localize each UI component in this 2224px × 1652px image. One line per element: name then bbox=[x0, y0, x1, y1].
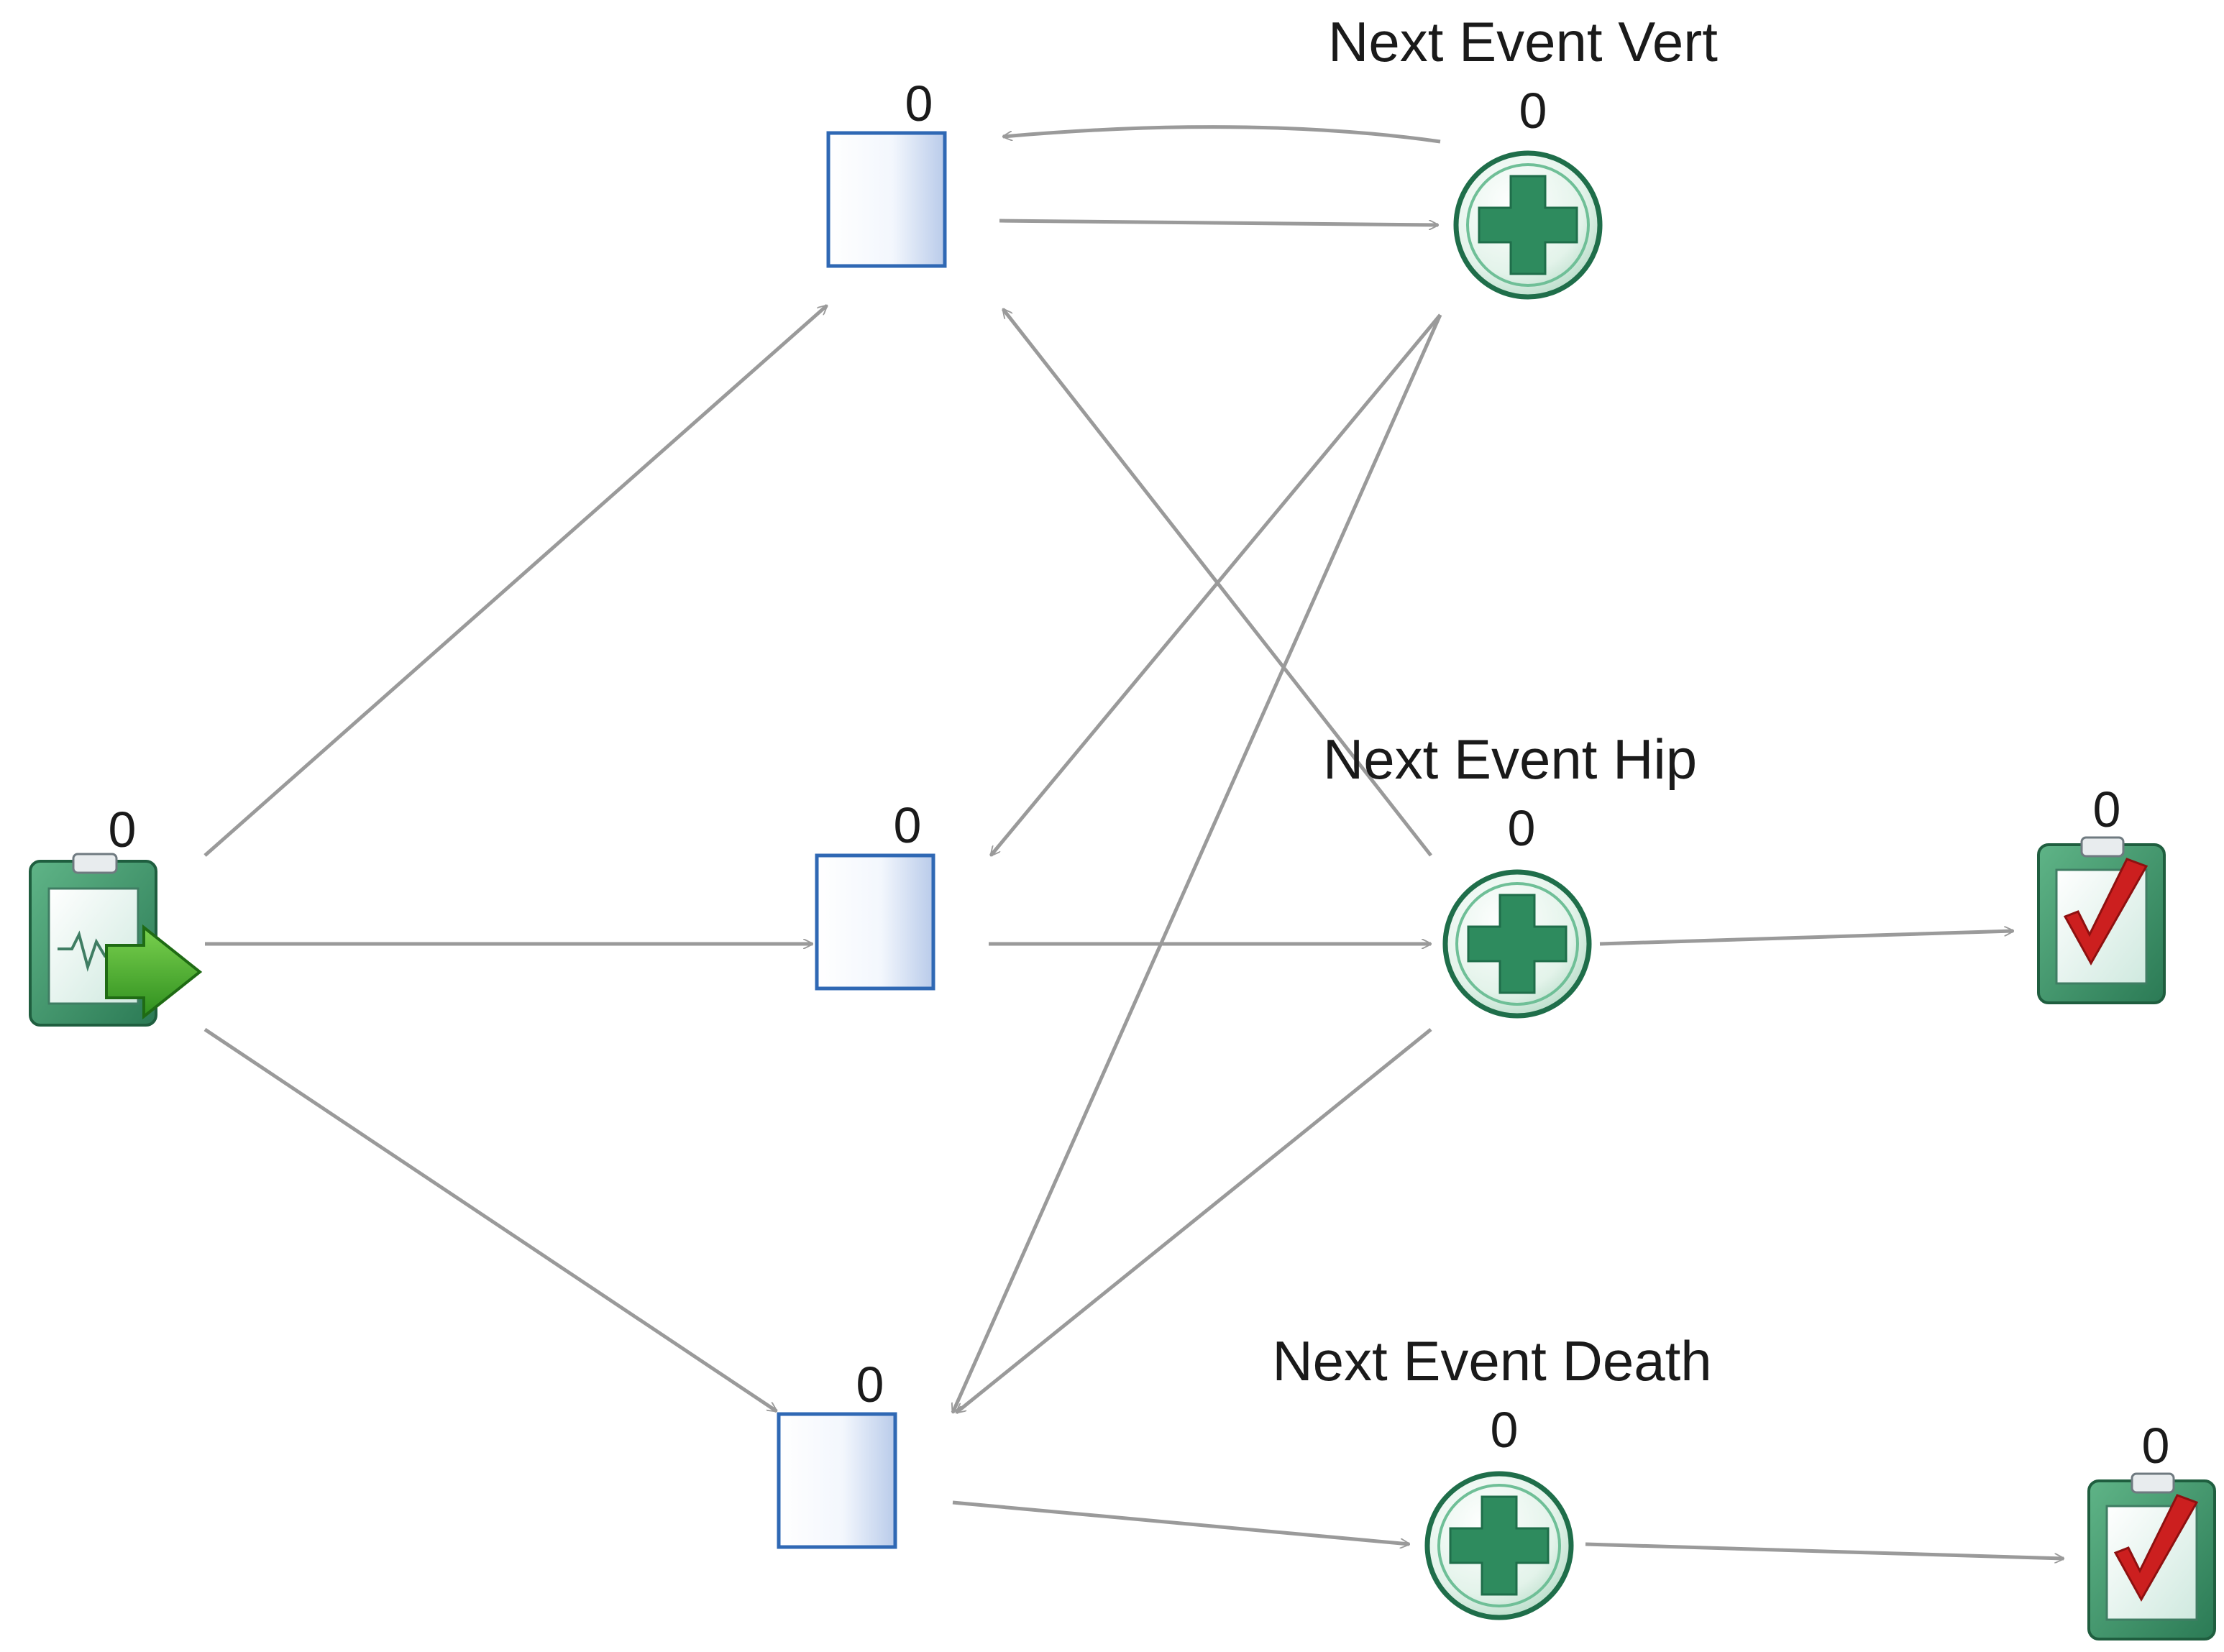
event-node-hip[interactable]: Next Event Hip 0 bbox=[1323, 728, 1697, 1019]
start-node[interactable]: 0 bbox=[29, 802, 203, 1027]
state-bottom-count: 0 bbox=[856, 1357, 884, 1413]
state-node-middle[interactable]: 0 bbox=[815, 797, 935, 991]
edge-event-vert-to-state-middle bbox=[991, 313, 1442, 855]
event-vert-title: Next Event Vert bbox=[1328, 10, 1718, 73]
edge-state-bottom-to-event-death bbox=[952, 1500, 1409, 1544]
end-hip-count: 0 bbox=[2093, 781, 2121, 838]
clipboard-check-icon bbox=[2087, 1472, 2216, 1640]
edge-event-death-to-end-death bbox=[1585, 1542, 2064, 1559]
event-hip-title: Next Event Hip bbox=[1323, 728, 1697, 791]
event-node-vert[interactable]: Next Event Vert 0 bbox=[1328, 10, 1718, 300]
edge-event-hip-to-state-top bbox=[1003, 309, 1432, 857]
start-node-count: 0 bbox=[109, 802, 137, 858]
edges bbox=[203, 125, 2064, 1559]
event-death-count: 0 bbox=[1491, 1402, 1519, 1458]
event-hip-count: 0 bbox=[1508, 800, 1536, 856]
end-node-hip[interactable]: 0 bbox=[2037, 781, 2166, 1004]
state-middle-count: 0 bbox=[894, 797, 922, 853]
plus-circle-icon bbox=[1442, 869, 1592, 1019]
state-node-bottom[interactable]: 0 bbox=[777, 1357, 897, 1549]
event-death-title: Next Event Death bbox=[1272, 1329, 1711, 1392]
edge-event-hip-to-end-hip bbox=[1599, 931, 2013, 946]
clipboard-start-icon bbox=[29, 853, 203, 1027]
state-top-count: 0 bbox=[905, 75, 933, 132]
plus-circle-icon bbox=[1453, 150, 1603, 300]
edge-event-vert-to-state-bottom bbox=[951, 313, 1442, 1413]
edge-event-hip-to-state-bottom bbox=[956, 1028, 1432, 1413]
edge-start-to-state-bottom bbox=[203, 1027, 777, 1413]
state-node-top[interactable]: 0 bbox=[826, 75, 947, 268]
end-node-death[interactable]: 0 bbox=[2087, 1418, 2216, 1640]
clipboard-check-icon bbox=[2037, 836, 2166, 1004]
edge-start-to-state-top bbox=[203, 306, 827, 857]
edge-state-top-to-event-vert bbox=[999, 219, 1438, 225]
plus-circle-icon bbox=[1424, 1471, 1574, 1620]
end-death-count: 0 bbox=[2142, 1418, 2170, 1474]
edge-event-vert-to-state-top bbox=[1003, 125, 1441, 144]
event-node-death[interactable]: Next Event Death 0 bbox=[1272, 1329, 1712, 1620]
event-vert-count: 0 bbox=[1519, 83, 1547, 139]
